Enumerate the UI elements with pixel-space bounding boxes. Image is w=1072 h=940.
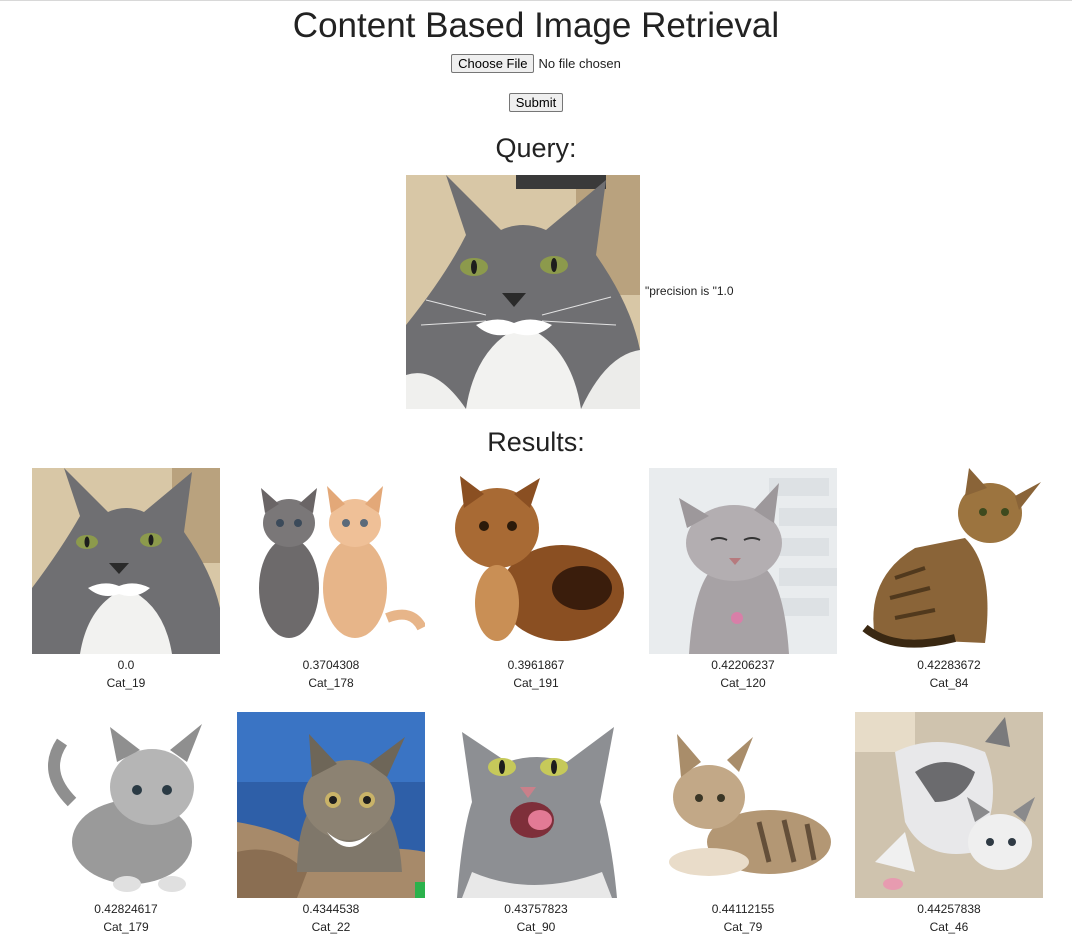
result-item[interactable]: 0.44112155 Cat_79 (648, 712, 838, 937)
result-image[interactable] (649, 468, 837, 654)
result-label: Cat_79 (723, 920, 763, 934)
result-image[interactable] (32, 468, 220, 654)
query-heading: Query: (495, 133, 577, 163)
result-label: Cat_84 (929, 676, 969, 690)
result-label: Cat_179 (103, 920, 149, 934)
result-score: 0.3961867 (507, 658, 565, 672)
submit-row: Submit (0, 93, 1072, 112)
sitting-tabby-cat-photo-icon (855, 468, 1043, 654)
result-label: Cat_90 (516, 920, 556, 934)
result-score: 0.0 (117, 658, 135, 672)
result-label: Cat_120 (720, 676, 766, 690)
result-label: Cat_191 (513, 676, 559, 690)
result-item[interactable]: 0.4344538 Cat_22 (236, 712, 426, 937)
gray-white-cat-face-photo-icon (406, 175, 640, 409)
result-item[interactable]: 0.42824617 Cat_179 (31, 712, 221, 937)
result-item[interactable]: 0.3704308 Cat_178 (236, 468, 426, 693)
result-score: 0.44257838 (917, 902, 981, 916)
top-divider (0, 0, 1072, 1)
result-image[interactable] (855, 468, 1043, 654)
result-label: Cat_46 (929, 920, 969, 934)
result-score: 0.42206237 (711, 658, 775, 672)
result-score: 0.42283672 (917, 658, 981, 672)
result-item[interactable]: 0.43757823 Cat_90 (441, 712, 631, 937)
file-status-text: No file chosen (538, 56, 621, 71)
squinting-tabby-cat-photo-icon (649, 468, 837, 654)
result-score: 0.43757823 (504, 902, 568, 916)
page-title: Content Based Image Retrieval (292, 6, 780, 45)
result-item[interactable]: 0.3961867 Cat_191 (441, 468, 631, 693)
result-image[interactable] (32, 712, 220, 898)
result-image[interactable] (442, 468, 630, 654)
result-item[interactable]: 0.44257838 Cat_46 (854, 712, 1044, 937)
results-heading: Results: (487, 427, 585, 457)
result-item[interactable]: 0.42283672 Cat_84 (854, 468, 1044, 693)
cat-licking-lips-photo-icon (442, 712, 630, 898)
lying-tabby-kitten-photo-icon (649, 712, 837, 898)
result-image[interactable] (855, 712, 1043, 898)
result-score: 0.3704308 (302, 658, 360, 672)
gray-white-cat-face-photo-icon (32, 468, 220, 654)
tabby-kitten-blanket-photo-icon (237, 712, 425, 898)
gray-kitten-photo-icon (32, 712, 220, 898)
result-item[interactable]: 0.0 Cat_19 (31, 468, 221, 693)
result-label: Cat_178 (308, 676, 354, 690)
result-image[interactable] (237, 712, 425, 898)
submit-button[interactable]: Submit (508, 93, 564, 112)
result-score: 0.42824617 (94, 902, 158, 916)
query-image (406, 175, 640, 409)
precision-text: "precision is "1.0 (645, 284, 734, 298)
result-score: 0.44112155 (711, 902, 775, 916)
choose-file-button[interactable]: Choose File (451, 54, 535, 73)
playful-kittens-photo-icon (855, 712, 1043, 898)
result-label: Cat_19 (106, 676, 146, 690)
result-image[interactable] (237, 468, 425, 654)
two-kittens-photo-icon (237, 468, 425, 654)
brown-fluffy-cat-photo-icon (442, 468, 630, 654)
result-image[interactable] (649, 712, 837, 898)
result-item[interactable]: 0.42206237 Cat_120 (648, 468, 838, 693)
result-label: Cat_22 (311, 920, 351, 934)
result-score: 0.4344538 (302, 902, 360, 916)
result-image[interactable] (442, 712, 630, 898)
